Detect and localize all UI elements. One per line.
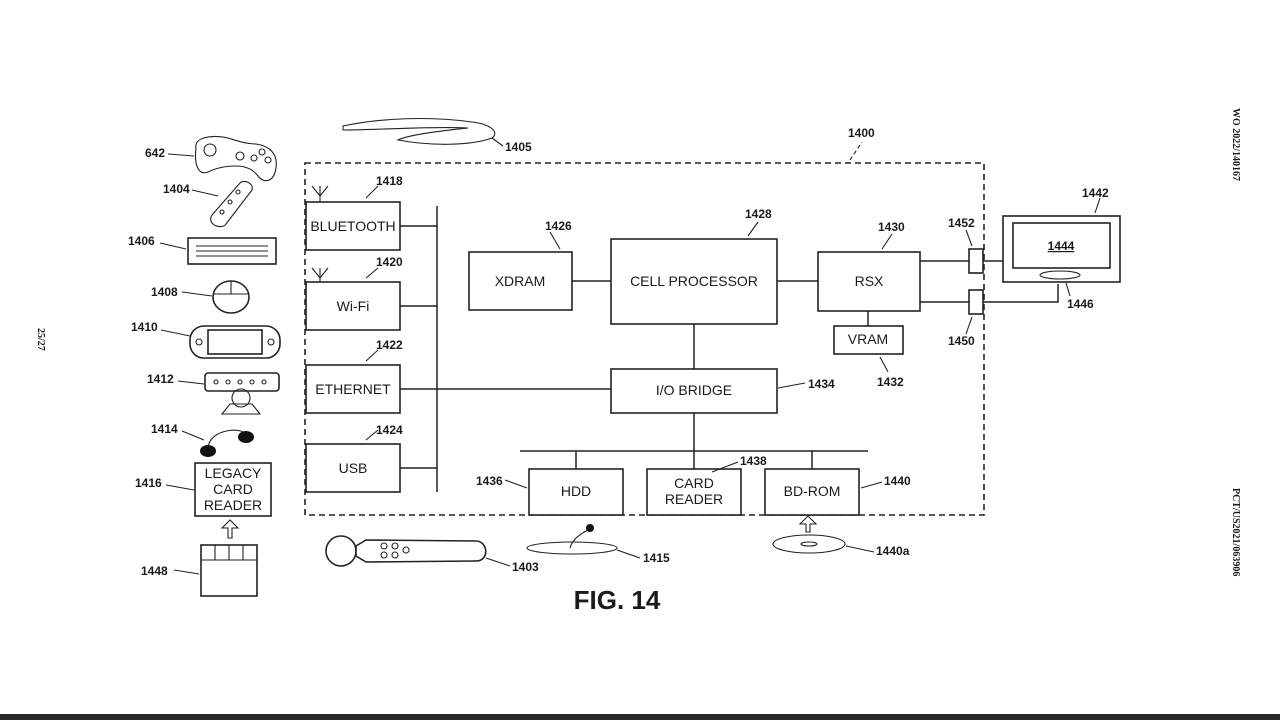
remote-ref: 1404 xyxy=(163,182,190,196)
port-b-ref: 1450 xyxy=(948,334,975,348)
headband-ref: 1405 xyxy=(505,140,532,154)
io-bridge-block: I/O BRIDGE 1434 xyxy=(611,369,835,413)
sheet-number: 25/27 xyxy=(35,328,46,351)
wifi-ref: 1420 xyxy=(376,255,403,269)
cell-ref: 1428 xyxy=(745,207,772,221)
memory-card-ref: 1448 xyxy=(141,564,168,578)
port-a: 1452 xyxy=(948,216,983,273)
system-ref-leader xyxy=(850,142,862,160)
xdram-label: XDRAM xyxy=(495,273,546,289)
mat-ref: 1415 xyxy=(643,551,670,565)
display-device: 1444 1442 1446 xyxy=(1003,186,1120,311)
bottom-rule xyxy=(0,714,1280,720)
bd-rom-block: BD-ROM 1440 xyxy=(765,469,911,515)
antenna-icon xyxy=(312,186,328,202)
xdram-ref: 1426 xyxy=(545,219,572,233)
bdrom-ref: 1440 xyxy=(884,474,911,488)
vram-ref: 1432 xyxy=(877,375,904,389)
cell-processor-block: CELL PROCESSOR 1428 xyxy=(611,207,777,324)
disc-icon: 1440a xyxy=(773,535,910,558)
publication-number: WO 2022/140167 xyxy=(1230,108,1241,181)
ethernet-block: ETHERNET 1422 xyxy=(306,338,403,413)
io-bridge-label: I/O BRIDGE xyxy=(656,382,732,398)
vram-block: VRAM 1432 xyxy=(834,326,904,389)
usb-ref: 1424 xyxy=(376,423,403,437)
usb-block: USB 1424 xyxy=(306,423,403,492)
bdrom-label: BD-ROM xyxy=(784,483,841,499)
legacy-label-3: READER xyxy=(204,497,262,513)
usb-label: USB xyxy=(339,460,368,476)
wifi-label: Wi-Fi xyxy=(337,298,370,314)
up-arrow-icon xyxy=(800,516,816,532)
card-label-1: CARD xyxy=(674,475,714,491)
handheld-ref: 1410 xyxy=(131,320,158,334)
legacy-label-1: LEGACY xyxy=(205,465,262,481)
rsx-label: RSX xyxy=(855,273,884,289)
wifi-block: Wi-Fi 1420 xyxy=(306,255,403,330)
legacy-reader-ref: 1416 xyxy=(135,476,162,490)
vram-label: VRAM xyxy=(848,331,888,347)
memory-card-icon: 1448 xyxy=(141,545,257,596)
headset-icon: 1414 xyxy=(151,422,254,457)
mouse-icon: 1408 xyxy=(151,281,249,313)
bluetooth-block: BLUETOOTH 1418 xyxy=(306,174,403,250)
motion-controller-icon: 1403 xyxy=(326,536,539,574)
headset-ref: 1414 xyxy=(151,422,178,436)
cell-label: CELL PROCESSOR xyxy=(630,273,758,289)
handheld-icon: 1410 xyxy=(131,320,280,358)
camera-icon: 1412 xyxy=(147,372,279,414)
card-reader-ref: 1438 xyxy=(740,454,767,468)
legacy-label-2: CARD xyxy=(213,481,253,497)
disc-ref: 1440a xyxy=(876,544,910,558)
up-arrow-icon xyxy=(222,520,238,538)
mouse-ref: 1408 xyxy=(151,285,178,299)
card-label-2: READER xyxy=(665,491,723,507)
port-b: 1450 xyxy=(948,290,983,348)
rsx-block: RSX 1430 xyxy=(818,220,920,311)
keyboard-icon: 1406 xyxy=(128,234,276,264)
speaker-ref: 1446 xyxy=(1067,297,1094,311)
headband-device: 1405 xyxy=(343,119,532,154)
xdram-block: XDRAM 1426 xyxy=(469,219,572,310)
card-reader-block: CARD READER 1438 xyxy=(647,454,767,515)
port-b-speaker-link xyxy=(983,284,1058,302)
io-bridge-ref: 1434 xyxy=(808,377,835,391)
bluetooth-ref: 1418 xyxy=(376,174,403,188)
ethernet-ref: 1422 xyxy=(376,338,403,352)
display-ref: 1442 xyxy=(1082,186,1109,200)
figure-caption: FIG. 14 xyxy=(574,585,661,615)
legacy-card-reader-block: LEGACY CARD READER 1416 xyxy=(135,463,271,516)
hdd-block: HDD 1436 xyxy=(476,469,623,515)
rsx-ref: 1430 xyxy=(878,220,905,234)
system-ref: 1400 xyxy=(848,126,875,140)
motion-controller-ref: 1403 xyxy=(512,560,539,574)
hdd-ref: 1436 xyxy=(476,474,503,488)
keyboard-ref: 1406 xyxy=(128,234,155,248)
bluetooth-label: BLUETOOTH xyxy=(310,218,395,234)
remote-icon: 1404 xyxy=(163,181,252,226)
port-a-ref: 1452 xyxy=(948,216,975,230)
hdd-label: HDD xyxy=(561,483,591,499)
antenna-icon xyxy=(312,268,328,282)
ethernet-label: ETHERNET xyxy=(315,381,391,397)
application-number: PCT/US2021/063906 xyxy=(1230,488,1241,576)
mat-device-icon: 1415 xyxy=(527,524,670,565)
screen-ref: 1444 xyxy=(1048,239,1075,253)
gamepad-ref: 642 xyxy=(145,146,165,160)
gamepad-icon: 642 xyxy=(145,136,276,180)
camera-ref: 1412 xyxy=(147,372,174,386)
